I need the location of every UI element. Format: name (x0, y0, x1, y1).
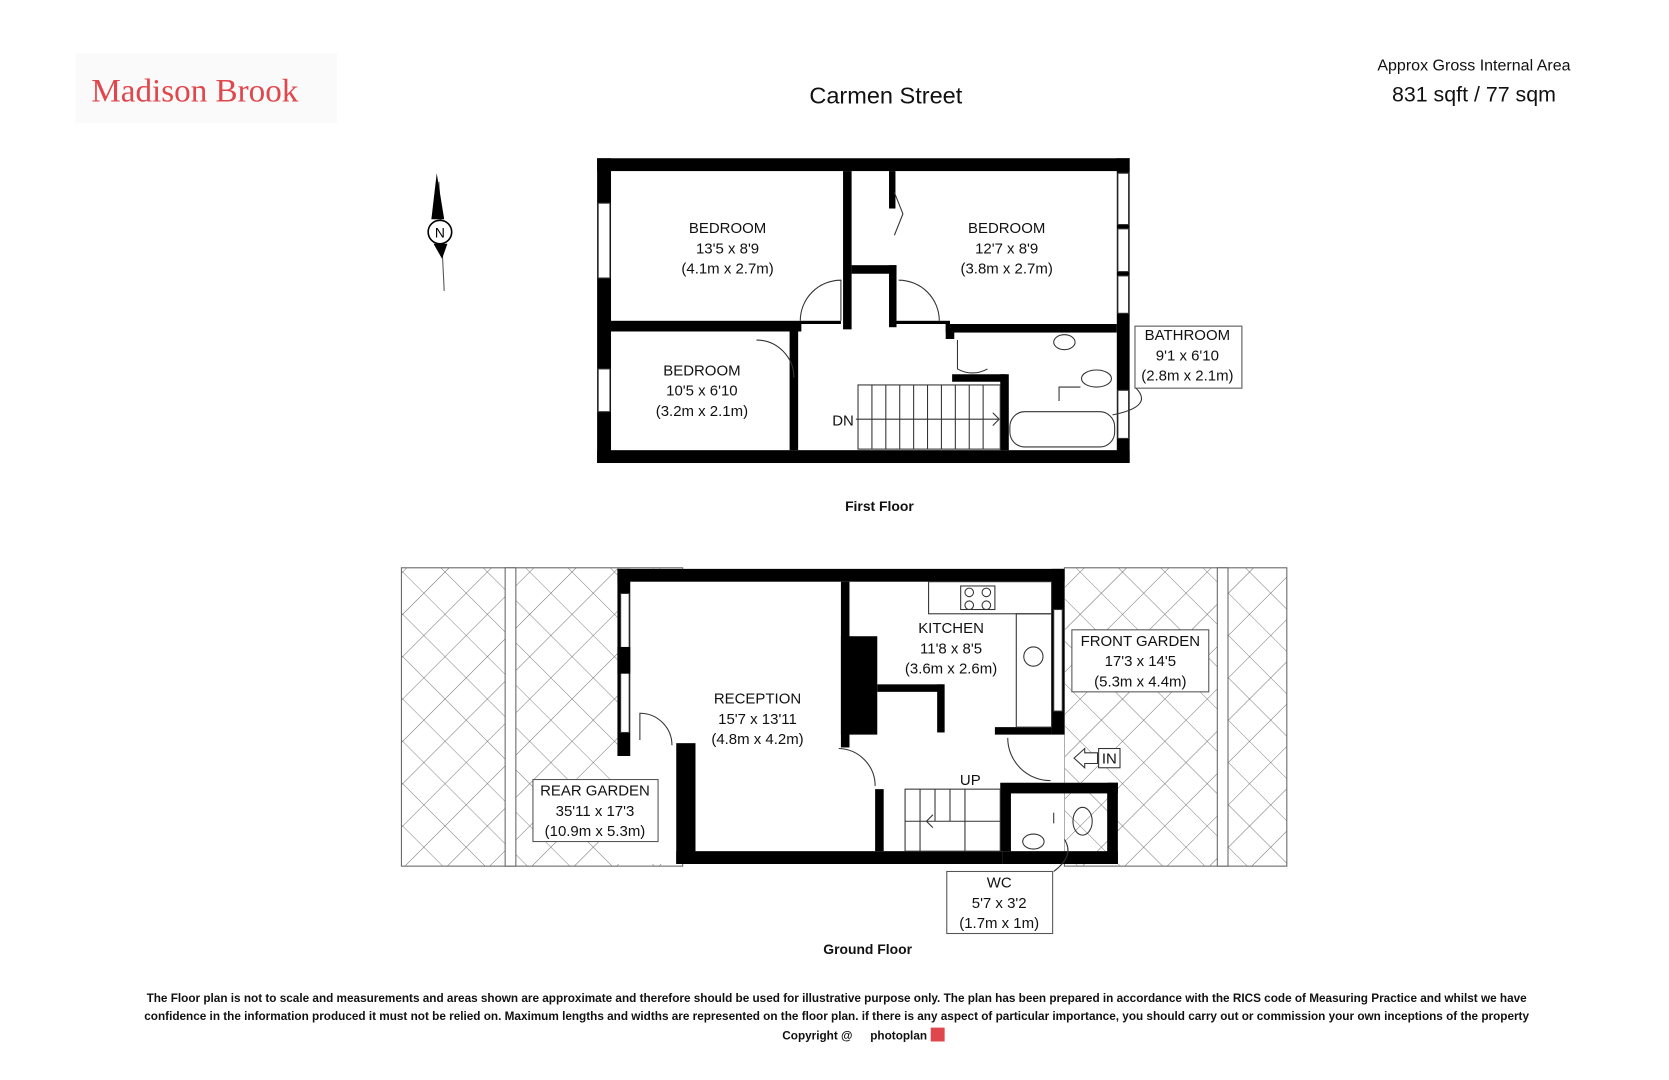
room-name: BEDROOM (689, 220, 766, 237)
room-size-imperial: 35'11 x 17'3 (556, 803, 635, 820)
stairs-label: UP (960, 772, 981, 789)
room-name: RECEPTION (714, 691, 801, 708)
entrance-label: IN (1102, 750, 1117, 767)
photoplan-logo-icon (930, 1027, 945, 1042)
room-size-metric: (5.3m x 4.4m) (1094, 673, 1186, 690)
room-size-metric: (4.1m x 2.7m) (681, 261, 773, 278)
ground-floor-label: Ground Floor (823, 941, 912, 957)
ground-floor-plan: IN KITCHEN 11'8 x 8'5 (3.6m x 2.6m) RECE… (400, 567, 1288, 935)
room-name: BEDROOM (663, 362, 740, 379)
room-name: WC (987, 875, 1012, 892)
entrance-marker: IN (1073, 747, 1121, 769)
room-size-imperial: 11'8 x 8'5 (920, 640, 982, 657)
first-floor-plan: BEDROOM 13'5 x 8'9 (4.1m x 2.7m) BEDROOM… (597, 158, 1243, 464)
room-name: KITCHEN (918, 620, 984, 637)
area-label: Approx Gross Internal Area (1377, 57, 1570, 75)
photoplan-brand: photoplan (870, 1029, 927, 1042)
area-value: 831 sqft / 77 sqm (1392, 83, 1556, 107)
front-garden-area (1063, 567, 1288, 867)
room-size-imperial: 15'7 x 13'11 (718, 711, 797, 728)
room-size-metric: (3.6m x 2.6m) (905, 661, 997, 678)
room-size-imperial: 13'5 x 8'9 (696, 240, 759, 257)
disclaimer-line-2: confidence in the information produced i… (144, 1010, 1529, 1023)
room-size-imperial: 5'7 x 3'2 (972, 895, 1027, 912)
compass-label: N (435, 224, 445, 240)
room-name: BEDROOM (968, 220, 1045, 237)
room-size-metric: (2.8m x 2.1m) (1141, 368, 1233, 385)
room-name: BATHROOM (1145, 327, 1230, 344)
brand-logo: Madison Brook (91, 73, 298, 110)
room-name: FRONT GARDEN (1081, 633, 1200, 650)
copyright-text: Copyright @ (782, 1029, 852, 1042)
stairs (855, 384, 1001, 450)
stairs (904, 788, 1001, 852)
room-size-metric: (10.9m x 5.3m) (545, 823, 646, 840)
first-floor-label: First Floor (845, 498, 914, 514)
room-size-imperial: 10'5 x 6'10 (666, 383, 737, 400)
property-title: Carmen Street (809, 83, 962, 109)
room-name: REAR GARDEN (540, 783, 650, 800)
room-size-imperial: 9'1 x 6'10 (1156, 347, 1219, 364)
room-size-metric: (1.7m x 1m) (959, 915, 1039, 932)
room-size-metric: (3.2m x 2.1m) (656, 403, 748, 420)
brand-logo-bg (75, 53, 338, 123)
room-size-imperial: 12'7 x 8'9 (975, 240, 1038, 257)
room-size-metric: (3.8m x 2.7m) (960, 261, 1052, 278)
room-size-imperial: 17'3 x 14'5 (1105, 653, 1176, 670)
disclaimer-line-1: The Floor plan is not to scale and measu… (147, 992, 1528, 1005)
room-size-metric: (4.8m x 4.2m) (711, 731, 803, 748)
stairs-label: DN (832, 413, 854, 430)
compass-icon: N (427, 173, 453, 291)
